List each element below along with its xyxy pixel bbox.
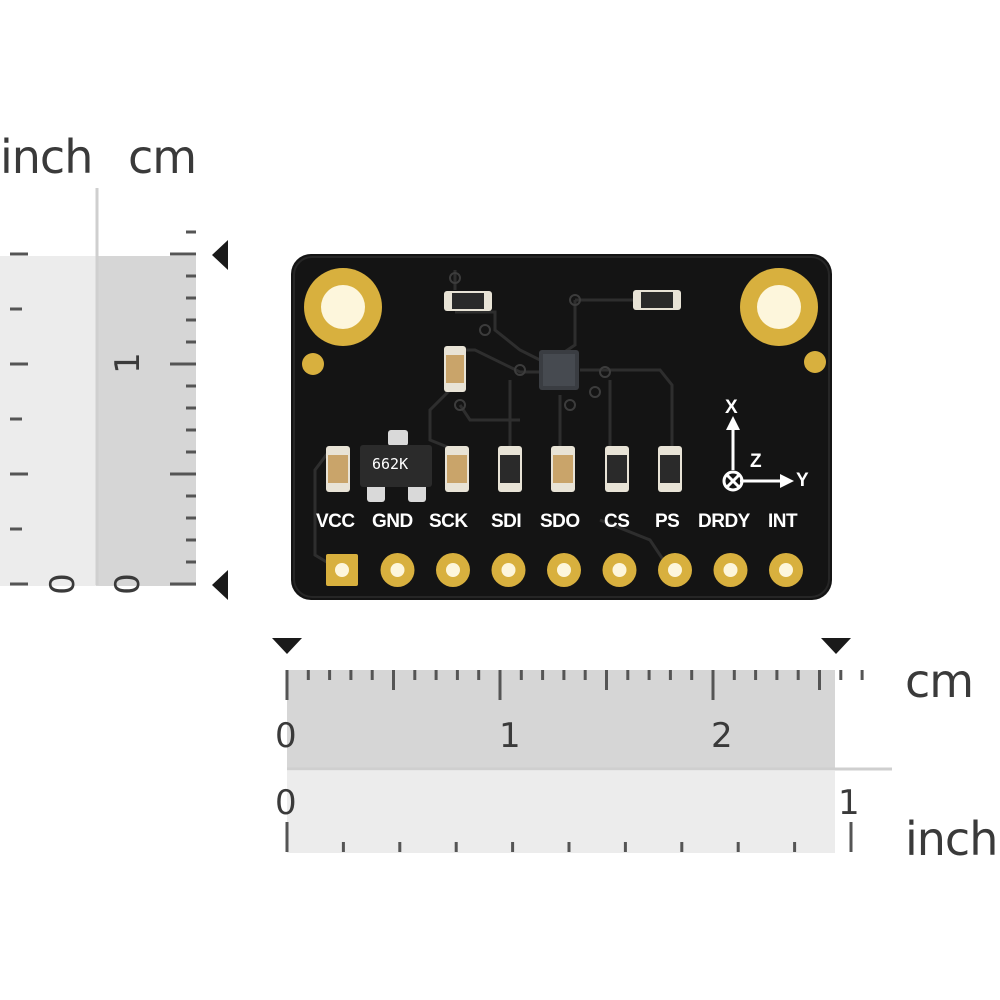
horizontal-ruler-graphic [272, 638, 892, 853]
inch-unit-label: inch [0, 130, 93, 184]
pin-hole [446, 563, 460, 577]
cm-unit-label: cm [128, 130, 197, 184]
voltage-regulator [360, 430, 432, 502]
pin-hole [612, 563, 627, 577]
horizontal-ticks [285, 670, 864, 852]
resistor-cs [605, 446, 629, 492]
pin-label-sdo: SDO [540, 511, 580, 532]
regulator-marking: 662K [372, 455, 409, 473]
inch-unit-label-bottom: inch [905, 812, 998, 866]
left-marker [272, 638, 302, 654]
cm-label-2: 2 [711, 716, 733, 756]
pin-hole [723, 563, 738, 577]
cm-label-0: 0 [275, 716, 297, 756]
inch-label-1: 1 [838, 783, 860, 823]
capacitor-sck [445, 446, 469, 492]
pin-label-sck: SCK [429, 511, 468, 532]
pcb-vias [449, 272, 611, 411]
header-pins [326, 553, 803, 587]
pin-hole [501, 563, 516, 577]
capacitor-upper [444, 346, 466, 392]
right-marker [821, 638, 851, 654]
pcb-edge [293, 256, 830, 598]
pin-hole [390, 563, 405, 577]
axis-z-label: Z [750, 451, 762, 472]
pin-label-vcc: VCC [316, 511, 355, 532]
axis-x-label: X [725, 397, 738, 418]
top-marker [212, 240, 228, 270]
fiducial-right [804, 351, 826, 373]
fiducial-left [302, 353, 324, 375]
resistor-sdi [498, 446, 522, 492]
pin-label-int: INT [768, 511, 798, 532]
capacitor-sdo [551, 446, 575, 492]
resistor-top-left [444, 291, 492, 311]
mounting-hole-right [740, 268, 818, 346]
pin-hole [557, 563, 571, 577]
pin-label-cs: CS [604, 511, 630, 532]
sensor-chip [539, 350, 579, 390]
cm-strip [96, 256, 196, 586]
bottom-marker [212, 570, 228, 600]
capacitor-vcc [326, 446, 350, 492]
mounting-hole-left [304, 268, 382, 346]
vertical-ticks [10, 230, 196, 586]
axis-y-label: Y [796, 470, 809, 491]
inch-label-0: 0 [275, 783, 297, 823]
inch-strip [0, 256, 96, 586]
pin-label-gnd: GND [372, 511, 413, 532]
pin-hole [779, 563, 793, 577]
resistor-top-right [633, 290, 681, 310]
pin-label-sdi: SDI [491, 511, 522, 532]
resistor-ps [658, 446, 682, 492]
vertical-ruler-graphic [0, 188, 228, 600]
pin-label-drdy: DRDY [698, 511, 750, 532]
inch-strip-horizontal [287, 771, 835, 853]
pin-hole [668, 563, 682, 577]
cm-strip-horizontal [287, 670, 835, 768]
cm-label-1: 1 [499, 716, 521, 756]
axis-indicator [722, 416, 794, 492]
pin-label-ps: PS [655, 511, 680, 532]
cm-unit-label-bottom: cm [905, 654, 974, 708]
